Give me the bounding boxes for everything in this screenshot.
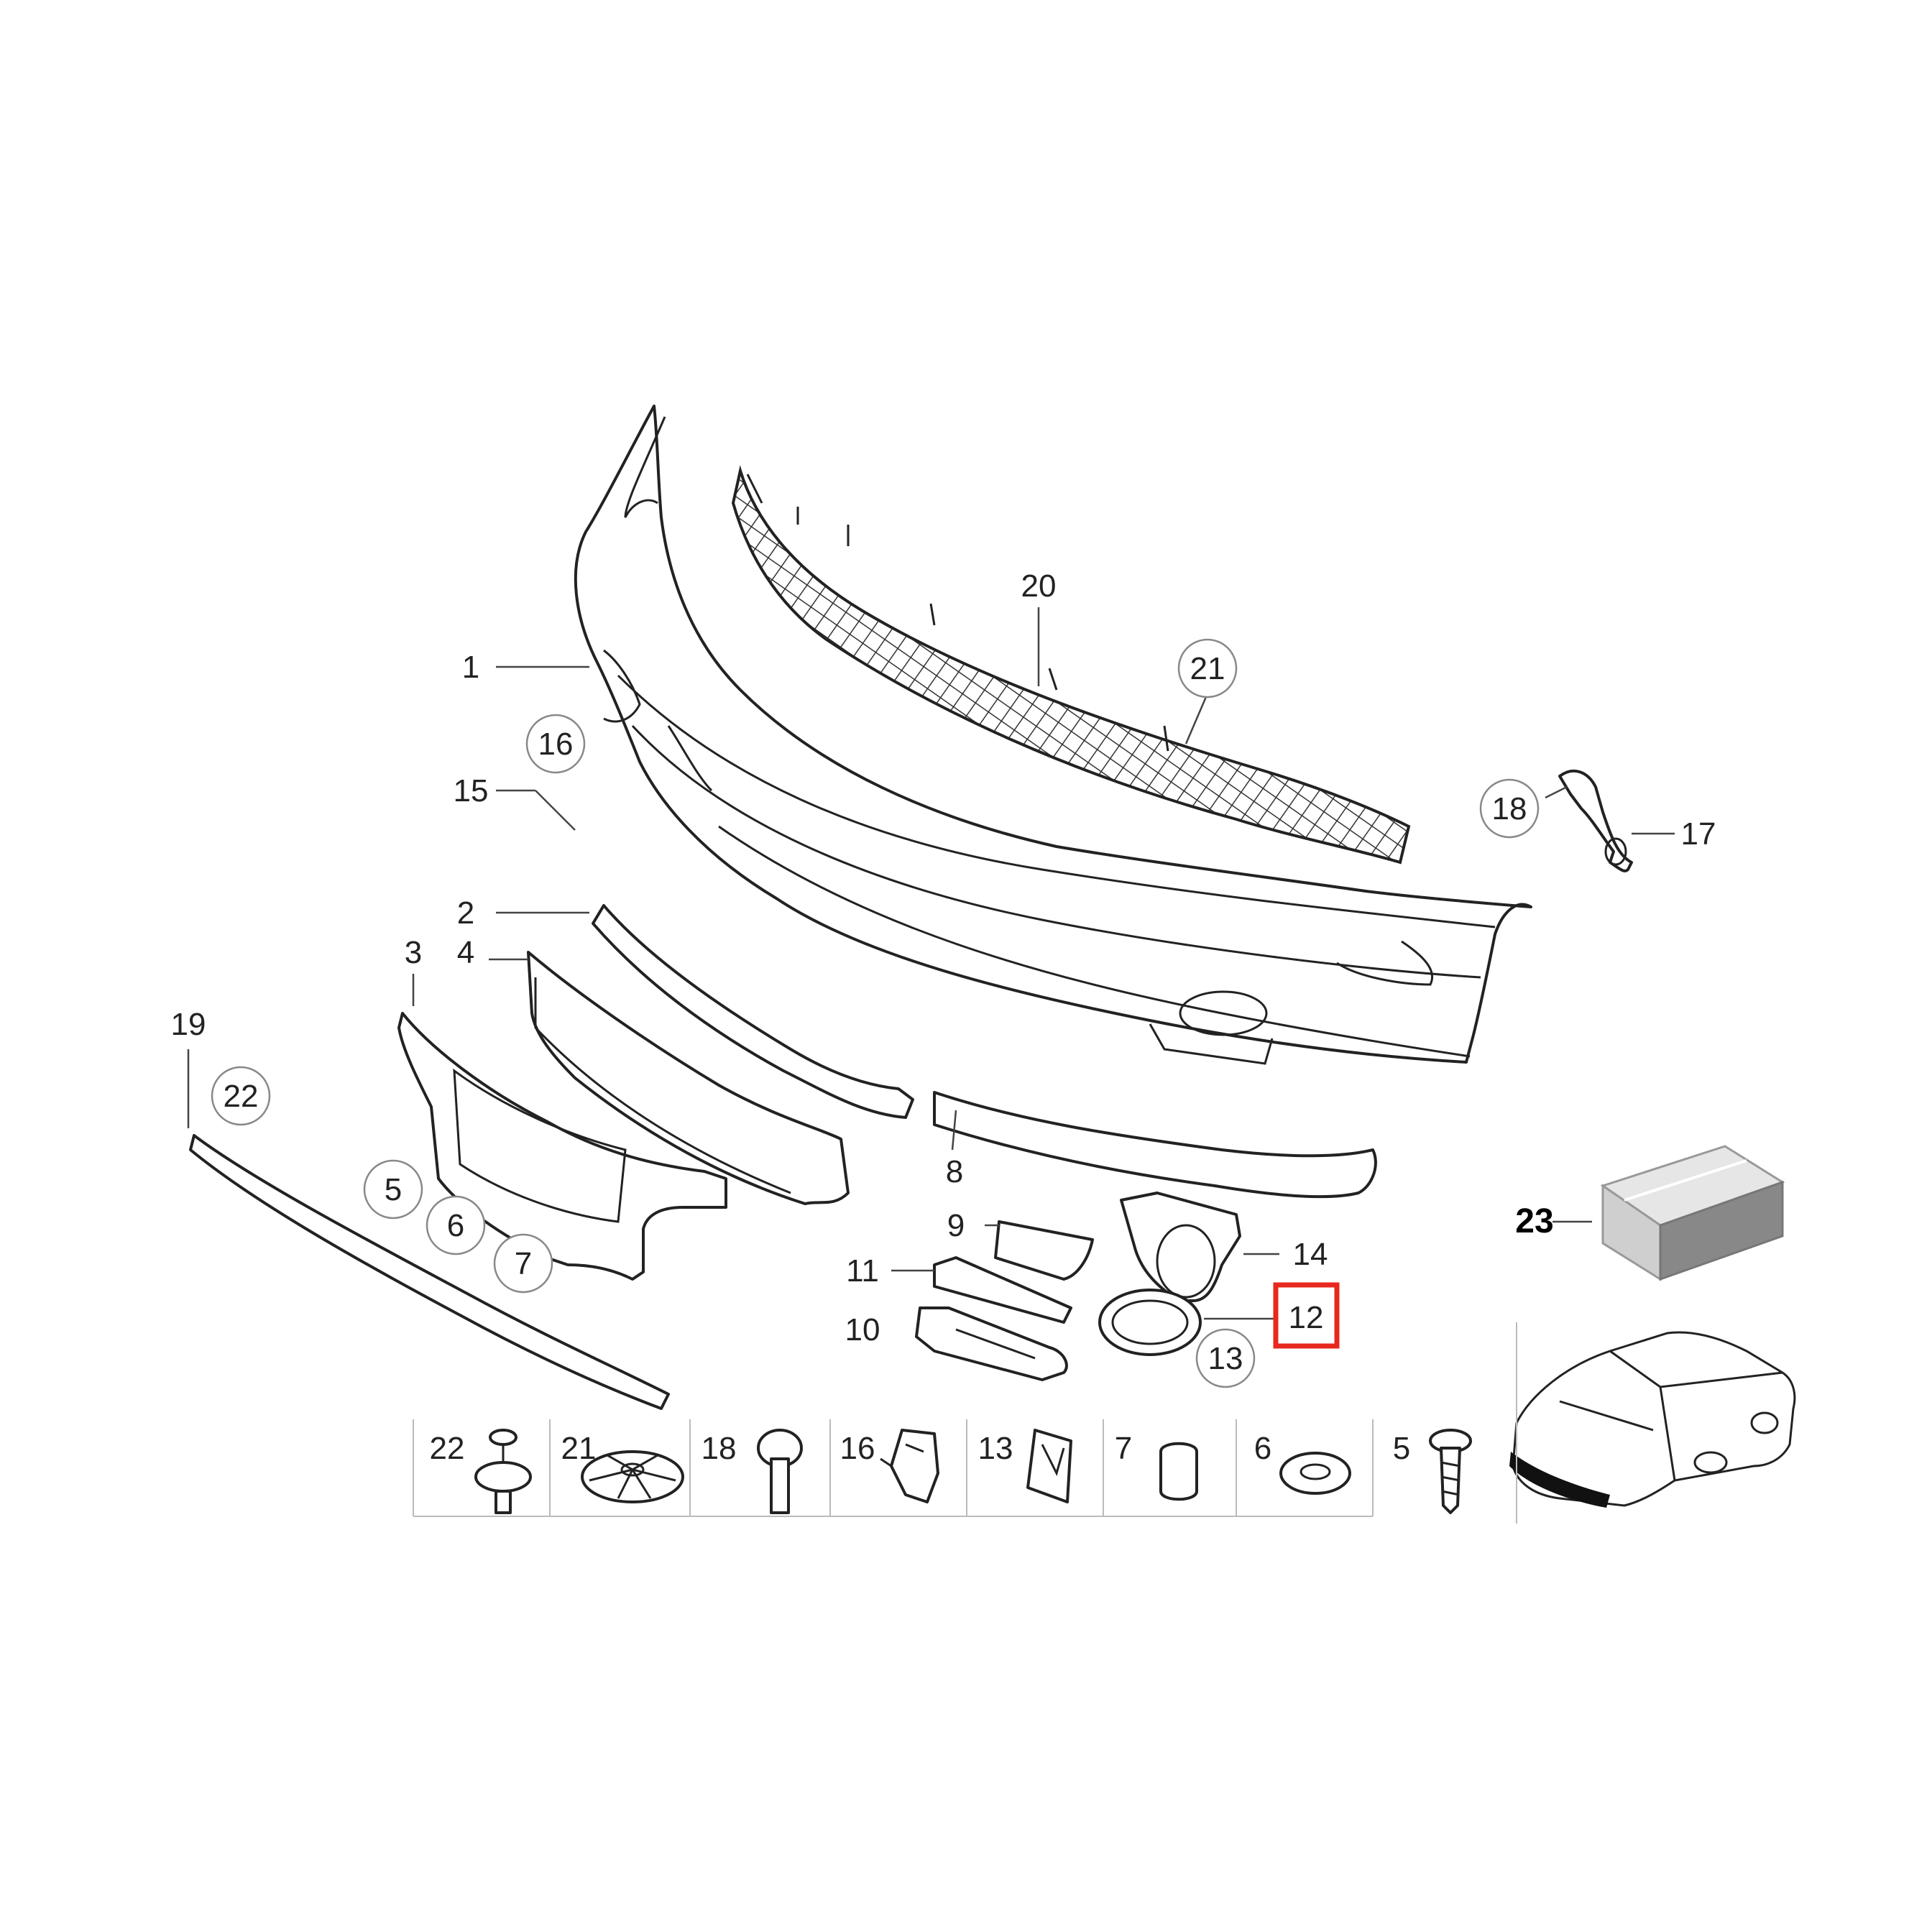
label-part-2: 2	[457, 895, 474, 931]
air-duct-10	[915, 1306, 1068, 1381]
highlight-box	[1273, 1282, 1340, 1349]
label-part-3: 3	[405, 935, 422, 970]
label-part-13: 13	[1208, 1341, 1243, 1376]
repair-kit-box-23	[1600, 1145, 1785, 1281]
fastener-cap-7	[1159, 1442, 1198, 1501]
part-labels: 1 20 21 16 15 18 17 2 3 4 19 22 8 5 6 7 …	[171, 568, 1716, 1376]
callout-circles	[211, 638, 1540, 1388]
trim-cover-9	[994, 1220, 1094, 1281]
lower-strip-19	[189, 1134, 670, 1410]
label-part-9: 9	[947, 1208, 965, 1243]
trim-strip-8	[933, 1091, 1377, 1199]
label-part-23: 23	[1515, 1202, 1553, 1240]
label-part-14: 14	[1293, 1237, 1328, 1272]
vehicle-thumbnail	[1509, 1331, 1796, 1508]
label-part-12: 12	[1289, 1300, 1324, 1335]
leader-lines	[187, 607, 1675, 1320]
fastener-washer-21	[581, 1450, 684, 1503]
label-part-6: 6	[447, 1208, 464, 1243]
label-part-19: 19	[171, 1007, 206, 1042]
label-part-7: 7	[515, 1246, 532, 1281]
bumper-cover	[574, 405, 1532, 1065]
fastener-bolt-18	[757, 1429, 803, 1514]
label-part-15: 15	[454, 773, 489, 808]
fastener-clip-16	[880, 1429, 939, 1503]
side-bracket	[1558, 769, 1633, 872]
fastener-label-5: 5	[1393, 1431, 1410, 1466]
grille-frame-4	[527, 951, 850, 1205]
label-part-21: 21	[1190, 651, 1225, 686]
fastener-label-13: 13	[978, 1431, 1013, 1466]
fastener-label-21: 21	[561, 1431, 597, 1466]
fastener-rivet-22	[474, 1429, 532, 1514]
label-part-1: 1	[462, 650, 479, 685]
label-part-20: 20	[1021, 568, 1057, 604]
label-part-8: 8	[946, 1154, 963, 1189]
fastener-panel	[413, 1322, 1517, 1524]
fastener-screw-5	[1429, 1429, 1472, 1514]
bracket-11	[933, 1256, 1072, 1324]
label-part-22: 22	[224, 1079, 259, 1114]
trim-strip-2	[592, 904, 914, 1119]
fog-light-housing-14	[1120, 1192, 1241, 1302]
fastener-label-16: 16	[840, 1431, 875, 1466]
label-part-10: 10	[845, 1312, 880, 1347]
label-part-17: 17	[1681, 816, 1716, 852]
label-part-4: 4	[457, 935, 474, 970]
label-part-18: 18	[1492, 791, 1527, 826]
fastener-label-6: 6	[1254, 1431, 1271, 1466]
label-part-5: 5	[385, 1172, 402, 1207]
fastener-label-18: 18	[702, 1431, 737, 1466]
fastener-clip-13	[1026, 1429, 1072, 1503]
label-part-11: 11	[846, 1253, 879, 1289]
label-part-16: 16	[538, 727, 574, 762]
fog-light-ring-12	[1098, 1289, 1202, 1356]
fastener-washer-6	[1279, 1452, 1351, 1495]
center-grille	[731, 465, 1411, 865]
fastener-label-7: 7	[1115, 1431, 1132, 1466]
fastener-label-22: 22	[430, 1431, 465, 1466]
fastener-labels: 22 21 18 16 13 7 6 5	[430, 1431, 1411, 1466]
